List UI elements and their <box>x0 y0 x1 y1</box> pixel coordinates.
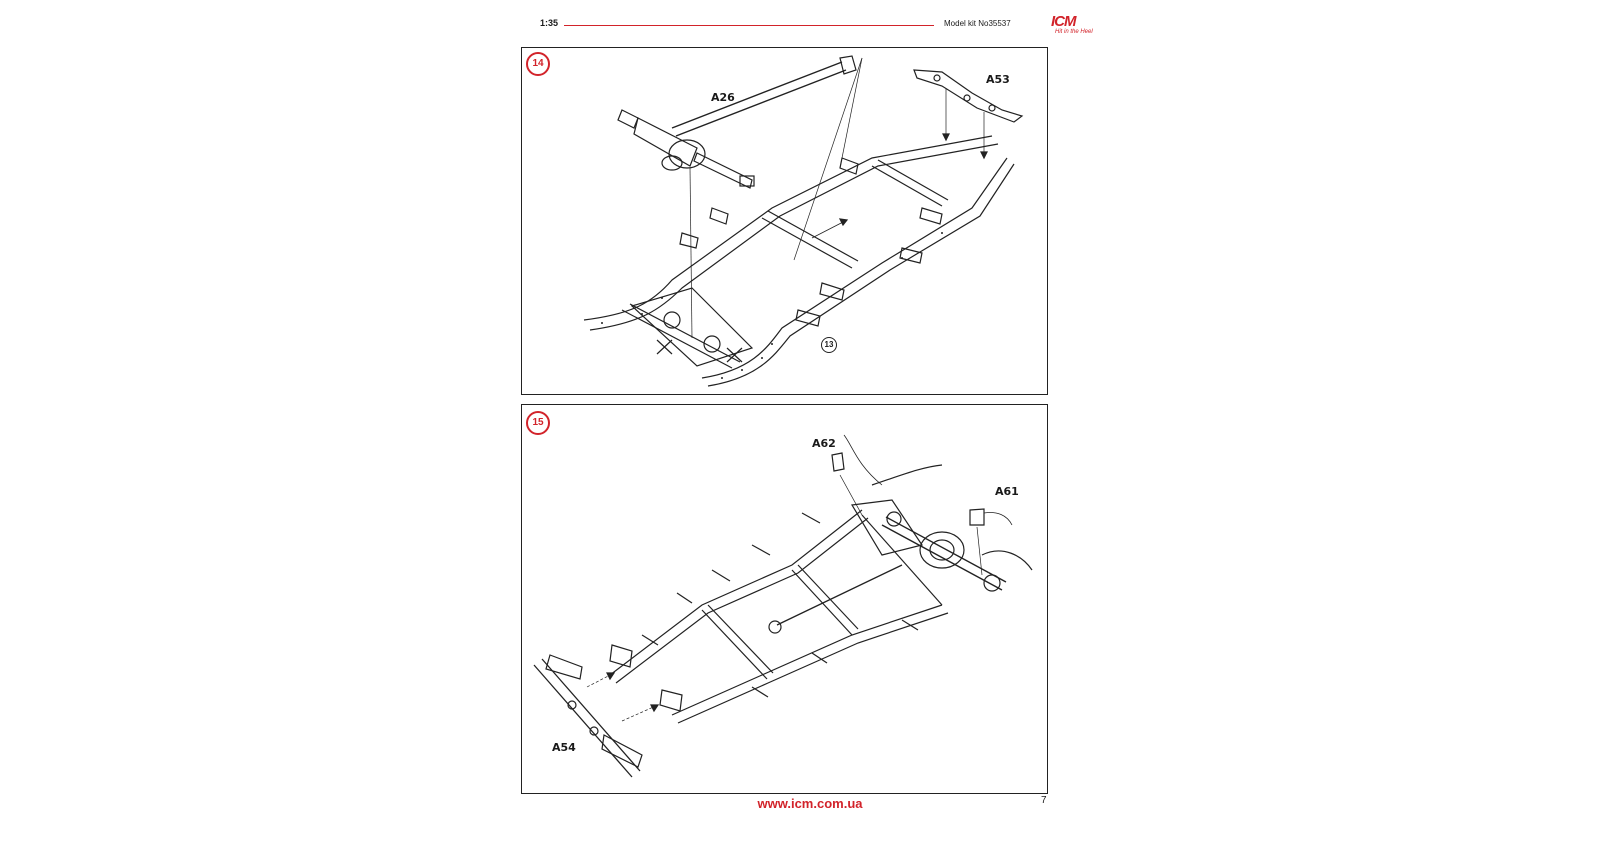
step-14-diagram <box>583 55 1024 387</box>
step-15-diagram <box>533 434 1033 778</box>
step-15-badge: 15 <box>526 411 550 435</box>
step-14-badge: 14 <box>526 52 550 76</box>
page-header: 1:35 Model kit No35537 ICM Hit in the He… <box>540 13 1100 42</box>
part-label-a62: A62 <box>812 437 836 450</box>
header-rule <box>564 25 934 26</box>
scale-label: 1:35 <box>540 18 559 28</box>
part-label-a54: A54 <box>552 741 576 754</box>
part-label-a53: A53 <box>986 73 1010 86</box>
part-label-a26: A26 <box>711 91 735 104</box>
step-14-panel: 14 A26 A53 13 <box>521 47 1048 395</box>
icm-logo: ICM Hit in the Heel <box>1051 13 1093 35</box>
step-13-reference: 13 <box>821 337 837 353</box>
step-15-panel: 15 A62 A61 A54 <box>521 404 1048 794</box>
model-kit-number: Model kit No35537 <box>944 19 1011 28</box>
page-number: 7 <box>1041 795 1047 806</box>
footer-website[interactable]: www.icm.com.ua <box>757 796 863 811</box>
part-label-a61: A61 <box>995 485 1019 498</box>
